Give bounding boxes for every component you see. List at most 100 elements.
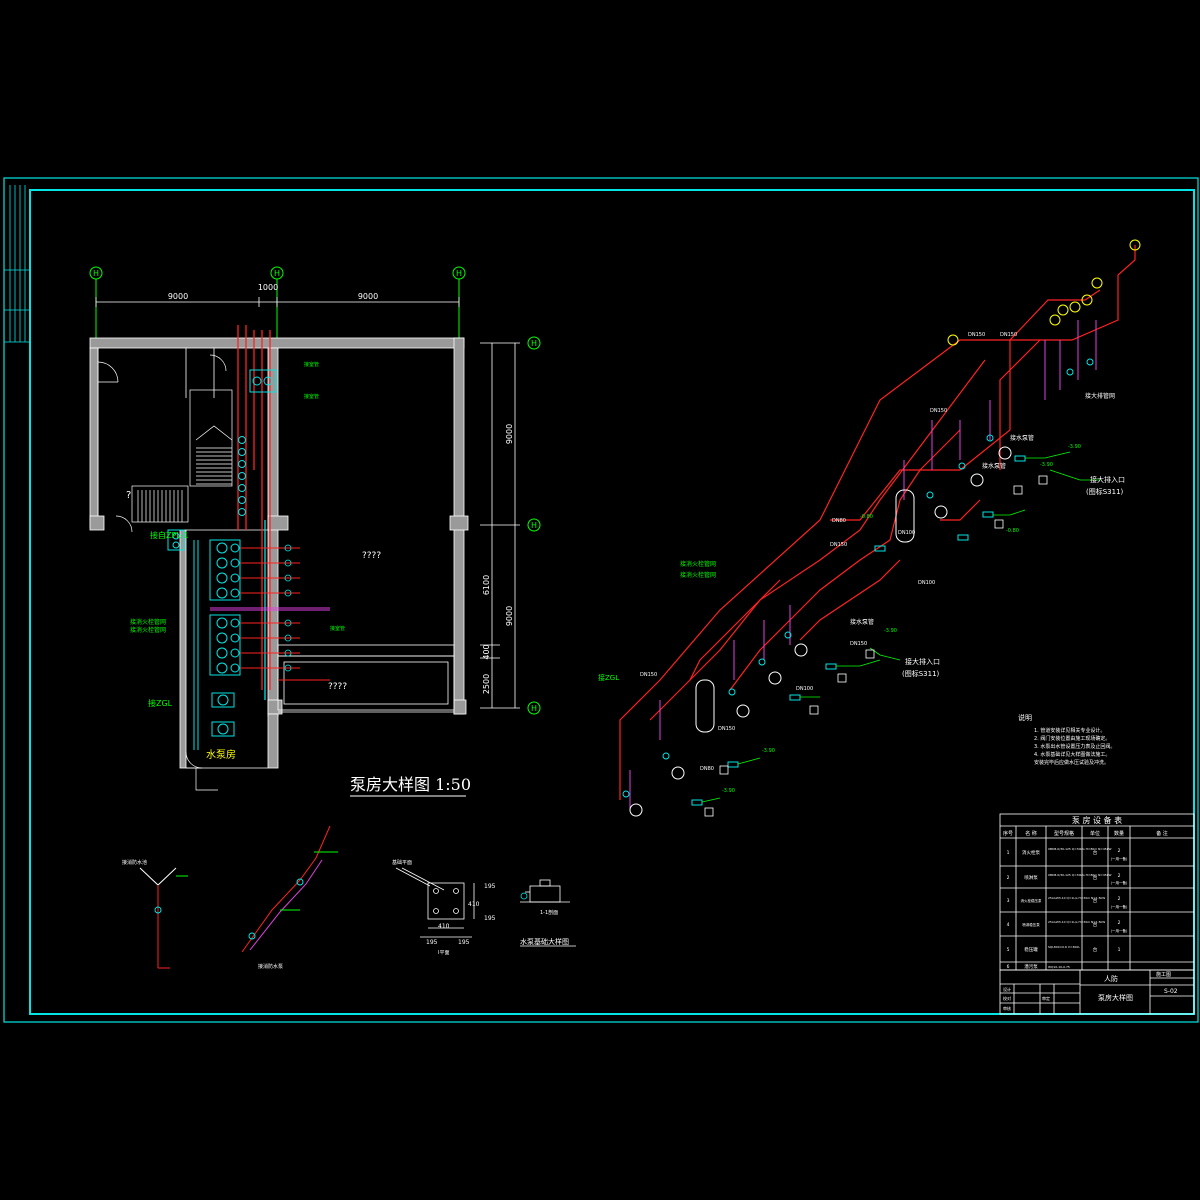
dn-label: DN100	[796, 686, 813, 692]
title-block: 人防 泵房大样图 S-02 施工图 设计 校对 审核 审定	[999, 969, 1195, 1015]
cell-unit: 台	[1093, 874, 1098, 881]
iso-fire-label-1: 接消火栓管网	[680, 560, 716, 568]
axis-label-mid: H	[274, 269, 280, 278]
found-dim: 410	[438, 923, 450, 930]
cell-no: 1	[1007, 850, 1010, 856]
pump-group	[167, 529, 241, 750]
axis-label-r1: H	[531, 339, 537, 348]
found-dim: 195	[426, 939, 438, 946]
role-label: 审核	[1003, 1005, 1011, 1011]
table-header: 序号 名 称 型号规格 单位 数量 备 注	[1003, 830, 1168, 837]
doors	[97, 354, 227, 791]
dim-right-3: 400	[482, 644, 491, 659]
dn-label: DN100	[898, 530, 915, 536]
iso-level-labels: -3.90 -3.90 -3.90 -3.90 -0.80 -0.80 -3.9…	[722, 444, 1081, 794]
cell-unit: 台	[1093, 946, 1098, 953]
pipe-label-2: 接消火栓管网	[130, 626, 166, 634]
cell-spec: 25LGW3-10 Q=1L/s H=30m N=1.5kW	[1048, 920, 1105, 924]
table-row: 2 喷淋泵 XBD8.0/30-125 Q=30L/s H=80m N=45kW…	[1007, 873, 1128, 885]
found-dim: 410	[468, 901, 480, 908]
dn-label: DN150	[830, 542, 847, 548]
inner-border	[29, 189, 1195, 1015]
table-header-cell: 单位	[1090, 830, 1100, 837]
level-label: -0.80	[1006, 528, 1019, 534]
dim-right-4: 2500	[482, 674, 491, 694]
cell-name: 消火栓泵	[1022, 849, 1040, 856]
level-label: -3.90	[1040, 462, 1053, 468]
note-line: 安装完毕后应做水压试验及冲洗。	[1034, 759, 1109, 766]
pump-room-plan: H H H 9000 1000 9000 H H H 9000 6100 400…	[89, 266, 541, 797]
cell-name: 喷淋稳压泵	[1022, 922, 1040, 927]
dim-top-1: 9000	[168, 292, 188, 301]
pump-room-label: 水泵房	[206, 748, 236, 761]
iso-dn-labels: DN150 DN150 DN150 DN80 DN150 DN100 DN150…	[640, 332, 1017, 772]
iso-valves	[622, 358, 1094, 806]
pool-label: ????	[328, 682, 347, 692]
cell-spec: XBD8.0/30-125 Q=30L/s H=80m N=45kW	[1048, 847, 1111, 851]
cell-no: 6	[1007, 964, 1010, 970]
cell-note: (一用一备)	[1111, 856, 1128, 861]
axis-bubbles-right	[527, 336, 541, 715]
found-dim: 195	[484, 883, 496, 890]
level-label: -0.80	[860, 514, 873, 520]
detail-a	[139, 867, 188, 969]
valve-column	[238, 436, 246, 516]
cell-note: (一用一备)	[1111, 928, 1128, 933]
zgl-label: 接ZGL	[148, 698, 173, 708]
detail-b-label: 接消防水泵	[258, 963, 283, 970]
note-line: 2. 阀门安装位置由施工现场确定。	[1034, 735, 1110, 742]
table-row: 4 喷淋稳压泵 25LGW3-10 Q=1L/s H=30m N=1.5kW 台…	[1007, 920, 1128, 933]
binding-strip	[4, 185, 30, 343]
dim-right-1: 9000	[505, 424, 514, 444]
dim-right-5: 9000	[505, 606, 514, 626]
dimension-top	[95, 297, 460, 307]
notes-title: 说明	[1018, 713, 1032, 722]
detail-b	[241, 825, 338, 953]
cell-qty: 2	[1118, 896, 1121, 902]
top-riser-box	[249, 369, 277, 393]
axis-label-left: H	[93, 269, 99, 278]
axis-label-r2: H	[531, 521, 537, 530]
table-body: 1 消火栓泵 XBD8.0/30-125 Q=30L/s H=80m N=45k…	[1007, 847, 1128, 970]
cell-note: (一用一备)	[1111, 904, 1128, 909]
supply-label-2: 接室管	[304, 393, 319, 400]
cell-spec: SQL800×0.6 V=300L	[1048, 945, 1080, 949]
cell-qty: 2	[1118, 920, 1121, 926]
cell-unit: 台	[1093, 921, 1098, 928]
axis-label-right: H	[456, 269, 462, 278]
sheet-frame	[3, 177, 1199, 1023]
door-question-mark: ?	[126, 490, 131, 501]
dim-right-2: 6100	[482, 575, 491, 595]
iso-fire-label-2: 接消火栓管网	[680, 571, 716, 579]
dn-label: DN100	[918, 580, 935, 586]
drain-label-2: 接水泵管	[982, 462, 1006, 470]
role-label: 设计	[1003, 986, 1011, 992]
role-label: 校对	[1003, 995, 1011, 1001]
outlet-ref-1: (图标S311)	[1086, 487, 1124, 496]
cell-spec: 25LGW3-10 Q=1L/s H=30m N=1.5kW	[1048, 896, 1105, 900]
dn-label: DN150	[718, 726, 735, 732]
level-label: -3.90	[1068, 444, 1081, 450]
foundation-plan	[395, 867, 475, 938]
outlet-label-1: 接大排入口	[1090, 475, 1125, 484]
notes-block: 说明 1. 管道安装详见相关专业设计。 2. 阀门安装位置由施工现场确定。 3.…	[1018, 713, 1115, 766]
riser-pipes	[237, 325, 271, 700]
table-header-cell: 备 注	[1156, 830, 1168, 837]
detail-drawings: 接消防水池 接消防水泵 基础平面 410 195 195 195 410 195…	[122, 825, 576, 970]
iso-sprinkler-heads	[947, 239, 1141, 346]
title-block-grid	[999, 969, 1195, 1015]
note-line: 3. 水泵出水管设置压力表及止回阀。	[1034, 743, 1115, 750]
dim-top-3: 9000	[358, 292, 378, 301]
supply-label-3: 接室管	[330, 625, 345, 632]
table-title: 泵 房 设 备 表	[1072, 815, 1122, 825]
pump-discharge-pipes	[210, 547, 330, 681]
room-name-label: ????	[362, 551, 381, 561]
foundation-title: 水泵基础大样图	[520, 937, 569, 946]
table-row: 1 消火栓泵 XBD8.0/30-125 Q=30L/s H=80m N=45k…	[1007, 847, 1128, 861]
equipment-table: 泵 房 设 备 表 序号 名 称 型号规格 单位 数量 备 注 1 消火栓泵 X…	[999, 813, 1195, 971]
table-header-cell: 序号	[1003, 830, 1013, 837]
dn-label: DN150	[968, 332, 985, 338]
cell-unit: 台	[1093, 849, 1098, 856]
level-label: -3.90	[762, 748, 775, 754]
